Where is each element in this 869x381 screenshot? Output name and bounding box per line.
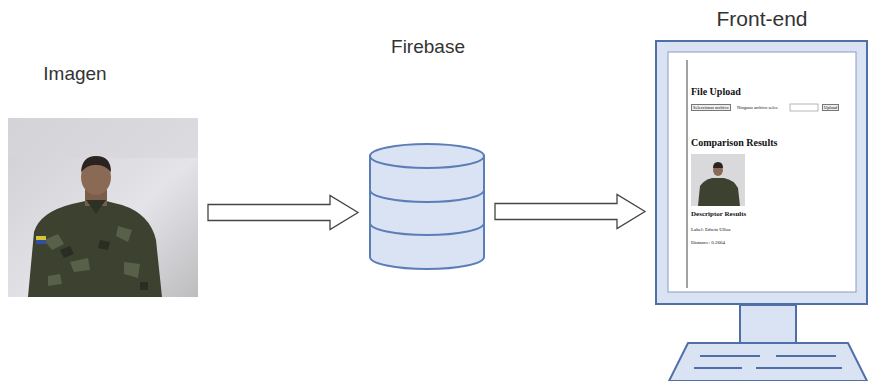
block-arrow xyxy=(208,196,358,230)
button-label: Seleccionar archivo xyxy=(691,104,731,111)
screen-heading: Comparison Results xyxy=(691,137,777,149)
screen-text: Label: Edwin Ulloa xyxy=(691,227,730,233)
button-label: Upload xyxy=(822,104,839,111)
node-heading: Firebase xyxy=(391,36,465,58)
monitor-node: Front-end xyxy=(655,40,868,305)
node-heading: Imagen xyxy=(43,63,106,85)
node-heading: Front-end xyxy=(716,7,807,31)
block-arrow xyxy=(495,195,645,229)
photo-node: Imagen xyxy=(8,118,198,297)
screen-heading: File Upload xyxy=(691,86,741,98)
screen-heading: Descriptor Results xyxy=(691,210,746,218)
screen-text: Distance: 0.2664 xyxy=(691,240,725,246)
screen-text: Ninguno archivo selec. xyxy=(737,105,779,110)
database-node: Firebase xyxy=(368,143,485,270)
